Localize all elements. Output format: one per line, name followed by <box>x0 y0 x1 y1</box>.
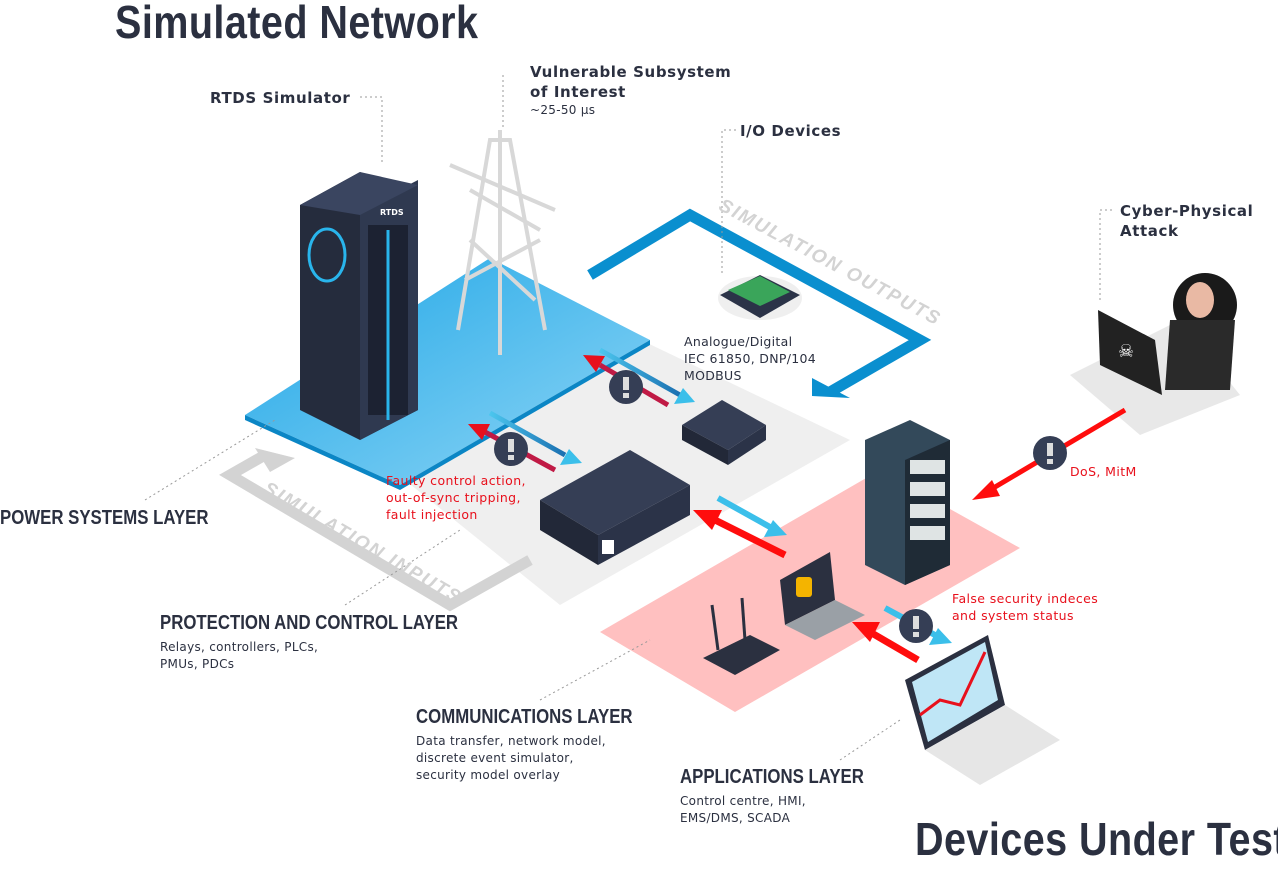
threat-line: Faulty control action, <box>386 473 526 488</box>
router-icon <box>703 597 780 675</box>
threat-line: out-of-sync tripping, <box>386 490 521 505</box>
title-simulated-network: Simulated Network <box>115 0 479 48</box>
rtds-logo: RTDS <box>380 208 404 217</box>
network-threat-text: DoS, MitM <box>1070 464 1137 479</box>
application-threat-text: False security indeces and system status <box>952 590 1098 624</box>
warning-icon <box>609 370 643 404</box>
io-protocols: Analogue/Digital IEC 61850, DNP/104 MODB… <box>684 333 816 384</box>
warning-icon <box>899 609 933 643</box>
layer-detail: Relays, controllers, PLCs, <box>160 640 319 654</box>
laptop-chart-icon <box>905 635 1060 785</box>
vulnerable-timing: ~25-50 µs <box>530 103 596 117</box>
protection-layer: PROTECTION AND CONTROL LAYER Relays, con… <box>160 612 515 673</box>
layer-title: COMMUNICATIONS LAYER <box>416 706 633 728</box>
relay-icon <box>540 450 690 565</box>
simulation-outputs-arrow <box>587 208 932 397</box>
svg-text:☠: ☠ <box>1118 341 1134 362</box>
applications-layer: APPLICATIONS LAYER Control centre, HMI, … <box>680 766 899 827</box>
vulnerable-line-1: Vulnerable Subsystem <box>530 63 732 81</box>
threat-line: fault injection <box>386 507 478 522</box>
threat-line: False security indeces <box>952 591 1099 606</box>
simulation-inputs-arrow <box>219 450 533 612</box>
layer-detail: PMUs, PDCs <box>160 657 235 671</box>
vulnerable-line-2: of Interest <box>530 83 626 101</box>
attack-callout: Cyber-Physical Attack <box>1120 201 1253 241</box>
communications-layer: COMMUNICATIONS LAYER Data transfer, netw… <box>416 706 674 784</box>
layer-detail: EMS/DMS, SCADA <box>680 811 791 825</box>
leader-lines <box>144 75 1112 761</box>
laptop-lock-icon <box>780 552 865 640</box>
attack-line-1: Cyber-Physical <box>1120 202 1254 220</box>
warning-icon <box>494 432 528 466</box>
layer-detail: security model overlay <box>416 768 561 782</box>
protocol-line: Analogue/Digital <box>684 334 793 349</box>
server-icon <box>865 420 950 585</box>
layer-detail: discrete event simulator, <box>416 751 574 765</box>
layer-title: PROTECTION AND CONTROL LAYER <box>160 612 459 634</box>
title-devices-under-test: Devices Under Test <box>915 813 1278 865</box>
attack-line-2: Attack <box>1120 222 1179 240</box>
protocol-line: IEC 61850, DNP/104 <box>684 351 816 366</box>
power-systems-layer-title: POWER SYSTEMS LAYER <box>0 507 209 529</box>
io-module-icon <box>720 275 800 318</box>
layer-detail: Control centre, HMI, <box>680 794 806 808</box>
threat-line: and system status <box>952 608 1074 623</box>
layer-title: APPLICATIONS LAYER <box>680 766 864 788</box>
rtds-label: RTDS Simulator <box>210 89 351 107</box>
vulnerable-subsystem-callout: Vulnerable Subsystem of Interest ~25-50 … <box>530 62 731 119</box>
server-rack-icon <box>300 172 418 440</box>
layer-detail: Data transfer, network model, <box>416 734 606 748</box>
io-devices-label: I/O Devices <box>740 122 842 140</box>
control-threat-text: Faulty control action, out-of-sync tripp… <box>386 472 526 523</box>
hacker-icon: ☠ <box>1070 273 1240 435</box>
warning-icon <box>1033 436 1067 470</box>
transmission-tower-icon <box>449 130 556 355</box>
switch-icon <box>682 400 766 465</box>
protocol-line: MODBUS <box>684 368 742 383</box>
